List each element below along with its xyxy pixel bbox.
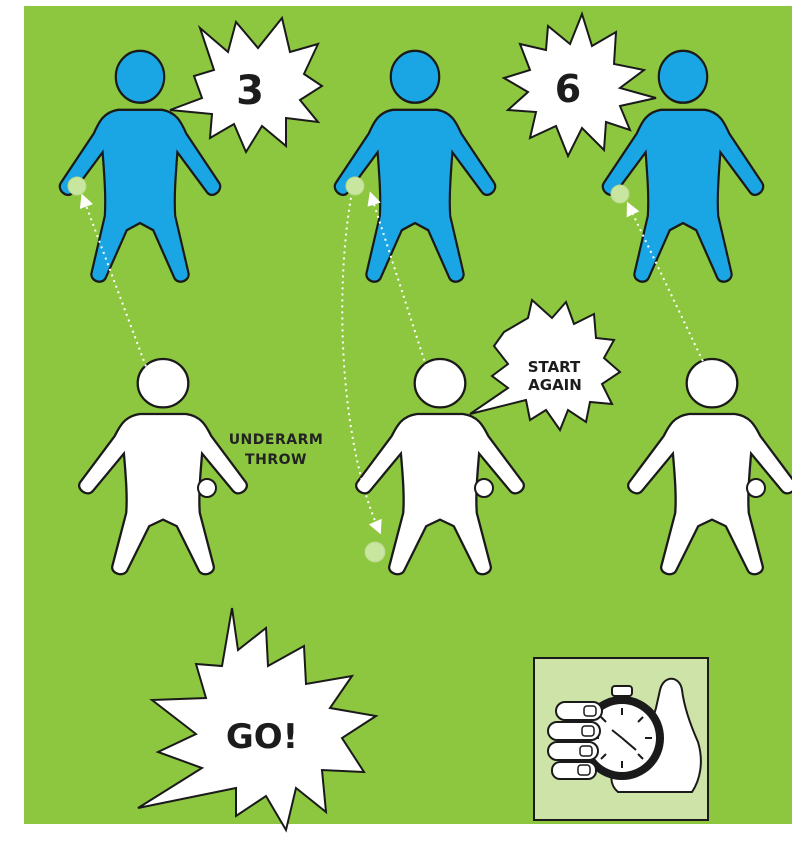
count-value: 6: [555, 67, 581, 111]
ball-caught-left: [68, 177, 86, 195]
restart-line2: AGAIN: [528, 376, 582, 394]
ball-caught-right: [611, 185, 629, 203]
ball-caught-middle: [346, 177, 364, 195]
throw-label-line1: UNDERARM: [229, 432, 324, 448]
ball-dropped: [365, 542, 385, 562]
throw-label-line2: THROW: [245, 452, 307, 468]
ball-in-hand: [475, 479, 493, 497]
go-text: GO!: [226, 717, 298, 757]
restart-line1: START: [528, 358, 581, 376]
ball-in-hand: [198, 479, 216, 497]
ball-in-hand: [747, 479, 765, 497]
count-value: 3: [236, 68, 264, 114]
timer-panel: [534, 658, 708, 820]
